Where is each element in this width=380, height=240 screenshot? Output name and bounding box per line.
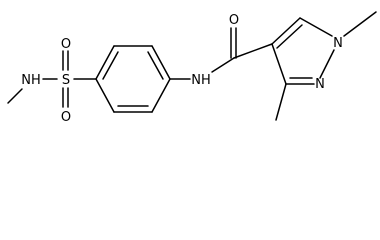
ring-bond-3 [151, 45, 171, 80]
bond-c3-methyl [275, 83, 287, 121]
ring-inner-bond-1 [102, 51, 119, 80]
ring-bond-4 [151, 78, 171, 113]
molecule-structure: NH S O O NH O N N [7, 11, 377, 125]
atom-label-amide-nh: NH [191, 73, 211, 88]
atom-label-pyrazole-n2: N [315, 77, 325, 92]
pyrazole-bond-n1-n2 [319, 49, 335, 79]
atom-label-sulfonamide-nh: NH [21, 73, 41, 88]
atom-label-pyrazole-n1: N [333, 36, 343, 51]
pyrazole-bond-c3-c4 [271, 43, 287, 85]
ring-bond-6 [95, 78, 115, 113]
ring-bond-1 [95, 45, 115, 80]
ring-inner-bond-2 [147, 51, 164, 80]
bond-nh-carbonyl [211, 57, 235, 73]
pyrazole-bond-c5-n1 [299, 17, 333, 37]
atom-label-sulfonyl-o-bottom: O [61, 110, 71, 125]
structure-canvas: NH S O O NH O N N [7, 11, 377, 125]
bond-n1-methyl [343, 11, 377, 37]
atom-label-sulfonyl-o-top: O [61, 37, 71, 52]
bond-methyl-nh [7, 88, 23, 104]
pyrazole-bond-c4-c5-b [276, 24, 303, 49]
atom-label-sulfur: S [62, 73, 70, 88]
bond-carbonyl-c4 [233, 43, 273, 59]
pyrazole-bond-c4-c5-a [271, 17, 301, 45]
atom-label-amide-o: O [229, 13, 239, 28]
